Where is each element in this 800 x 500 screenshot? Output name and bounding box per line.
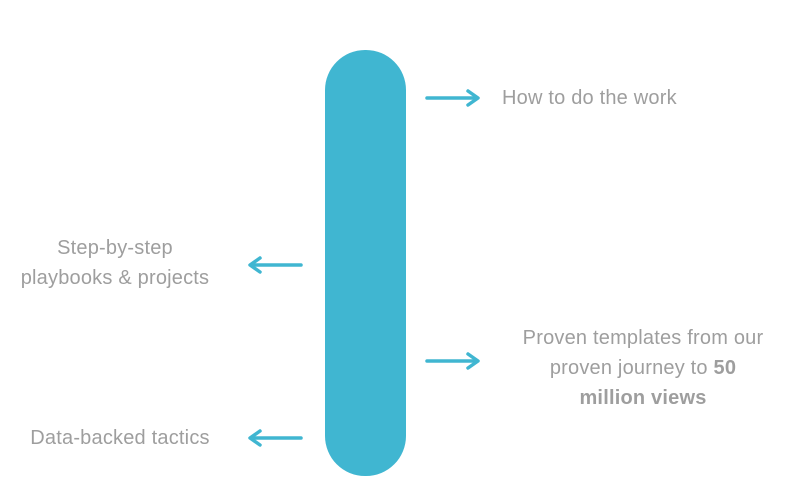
arrow-right-icon	[425, 351, 483, 371]
central-pillar	[325, 50, 406, 476]
label-templates-million-views: million views	[579, 387, 707, 409]
label-playbooks-projects: Step-by-step playbooks & projects	[0, 233, 230, 293]
label-proven-templates: Proven templates from our proven journey…	[498, 323, 788, 413]
label-data-backed-tactics: Data-backed tactics	[30, 427, 210, 449]
label-playbooks-line-2: playbooks & projects	[20, 267, 210, 289]
label-templates-line-3: million views	[498, 383, 788, 413]
label-templates-line-2-prefix: proven journey to	[549, 357, 714, 379]
label-playbooks-line-1: Step-by-step	[57, 237, 173, 259]
arrow-left-icon	[245, 428, 303, 448]
label-templates-number: 50	[713, 357, 737, 379]
label-templates-line-1: Proven templates from our	[522, 327, 764, 349]
label-templates-line-2: proven journey to 50	[498, 353, 788, 383]
label-how-to-do-the-work: How to do the work	[502, 87, 677, 109]
arrow-right-icon	[425, 88, 483, 108]
arrow-left-icon	[245, 255, 303, 275]
